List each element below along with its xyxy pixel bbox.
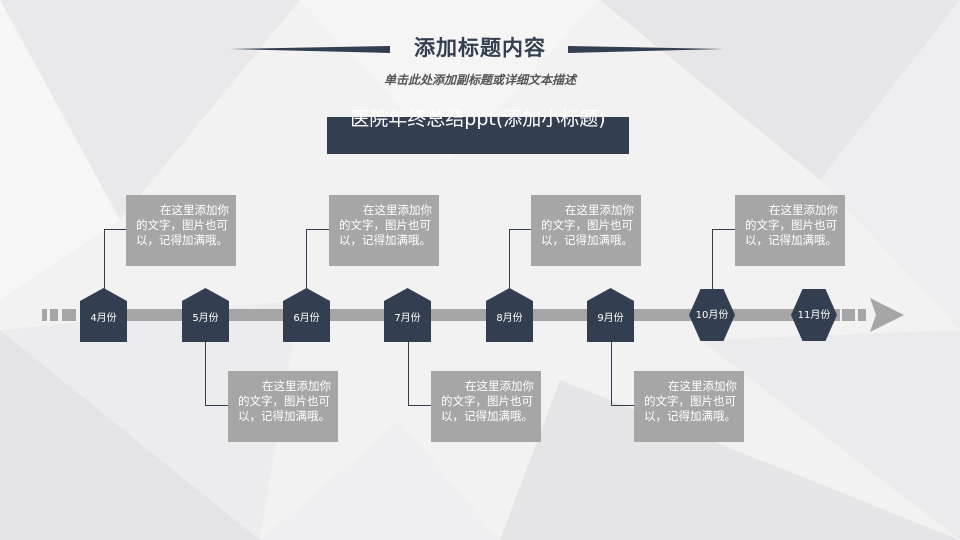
timeline-arrowhead: [870, 298, 904, 332]
timeline-card: 在这里添加你的文字，图片也可以，记得加满哦。: [126, 195, 236, 266]
timeline-bar: [80, 309, 840, 321]
month-marker-4: 4月份: [80, 288, 127, 342]
connector: [306, 229, 330, 290]
month-marker-11: 11月份: [791, 289, 837, 341]
month-marker-7: 7月份: [384, 288, 431, 342]
month-marker-9: 9月份: [587, 288, 634, 342]
page-subtitle: 单击此处添加副标题或详细文本描述: [383, 73, 576, 87]
subheading-text: 医院年终总结ppt(添加小标题): [350, 108, 606, 130]
timeline-card: 在这里添加你的文字，图片也可以，记得加满哦。: [431, 371, 541, 442]
axis-dash: [62, 309, 76, 321]
connector: [712, 229, 736, 290]
month-marker-6: 6月份: [283, 288, 330, 342]
timeline-card: 在这里添加你的文字，图片也可以，记得加满哦。: [531, 195, 641, 266]
connector: [509, 229, 532, 290]
timeline-card: 在这里添加你的文字，图片也可以，记得加满哦。: [329, 195, 439, 266]
connector: [205, 341, 229, 406]
connector: [611, 341, 635, 406]
page-title: 添加标题内容: [414, 36, 546, 60]
month-marker-10: 10月份: [689, 289, 735, 341]
subheading-box: [327, 117, 629, 154]
title-right-line: [568, 46, 724, 53]
connector: [408, 341, 432, 406]
timeline-card: 在这里添加你的文字，图片也可以，记得加满哦。: [735, 195, 845, 266]
timeline-card: 在这里添加你的文字，图片也可以，记得加满哦。: [634, 371, 744, 442]
axis-dash: [42, 309, 47, 321]
month-marker-8: 8月份: [486, 288, 533, 342]
title-left-line: [230, 46, 390, 53]
connector: [104, 229, 127, 290]
axis-dash: [842, 309, 855, 321]
month-marker-5: 5月份: [182, 288, 229, 342]
timeline-card: 在这里添加你的文字，图片也可以，记得加满哦。: [228, 371, 338, 442]
axis-dash: [50, 309, 58, 321]
axis-dash: [858, 309, 866, 321]
